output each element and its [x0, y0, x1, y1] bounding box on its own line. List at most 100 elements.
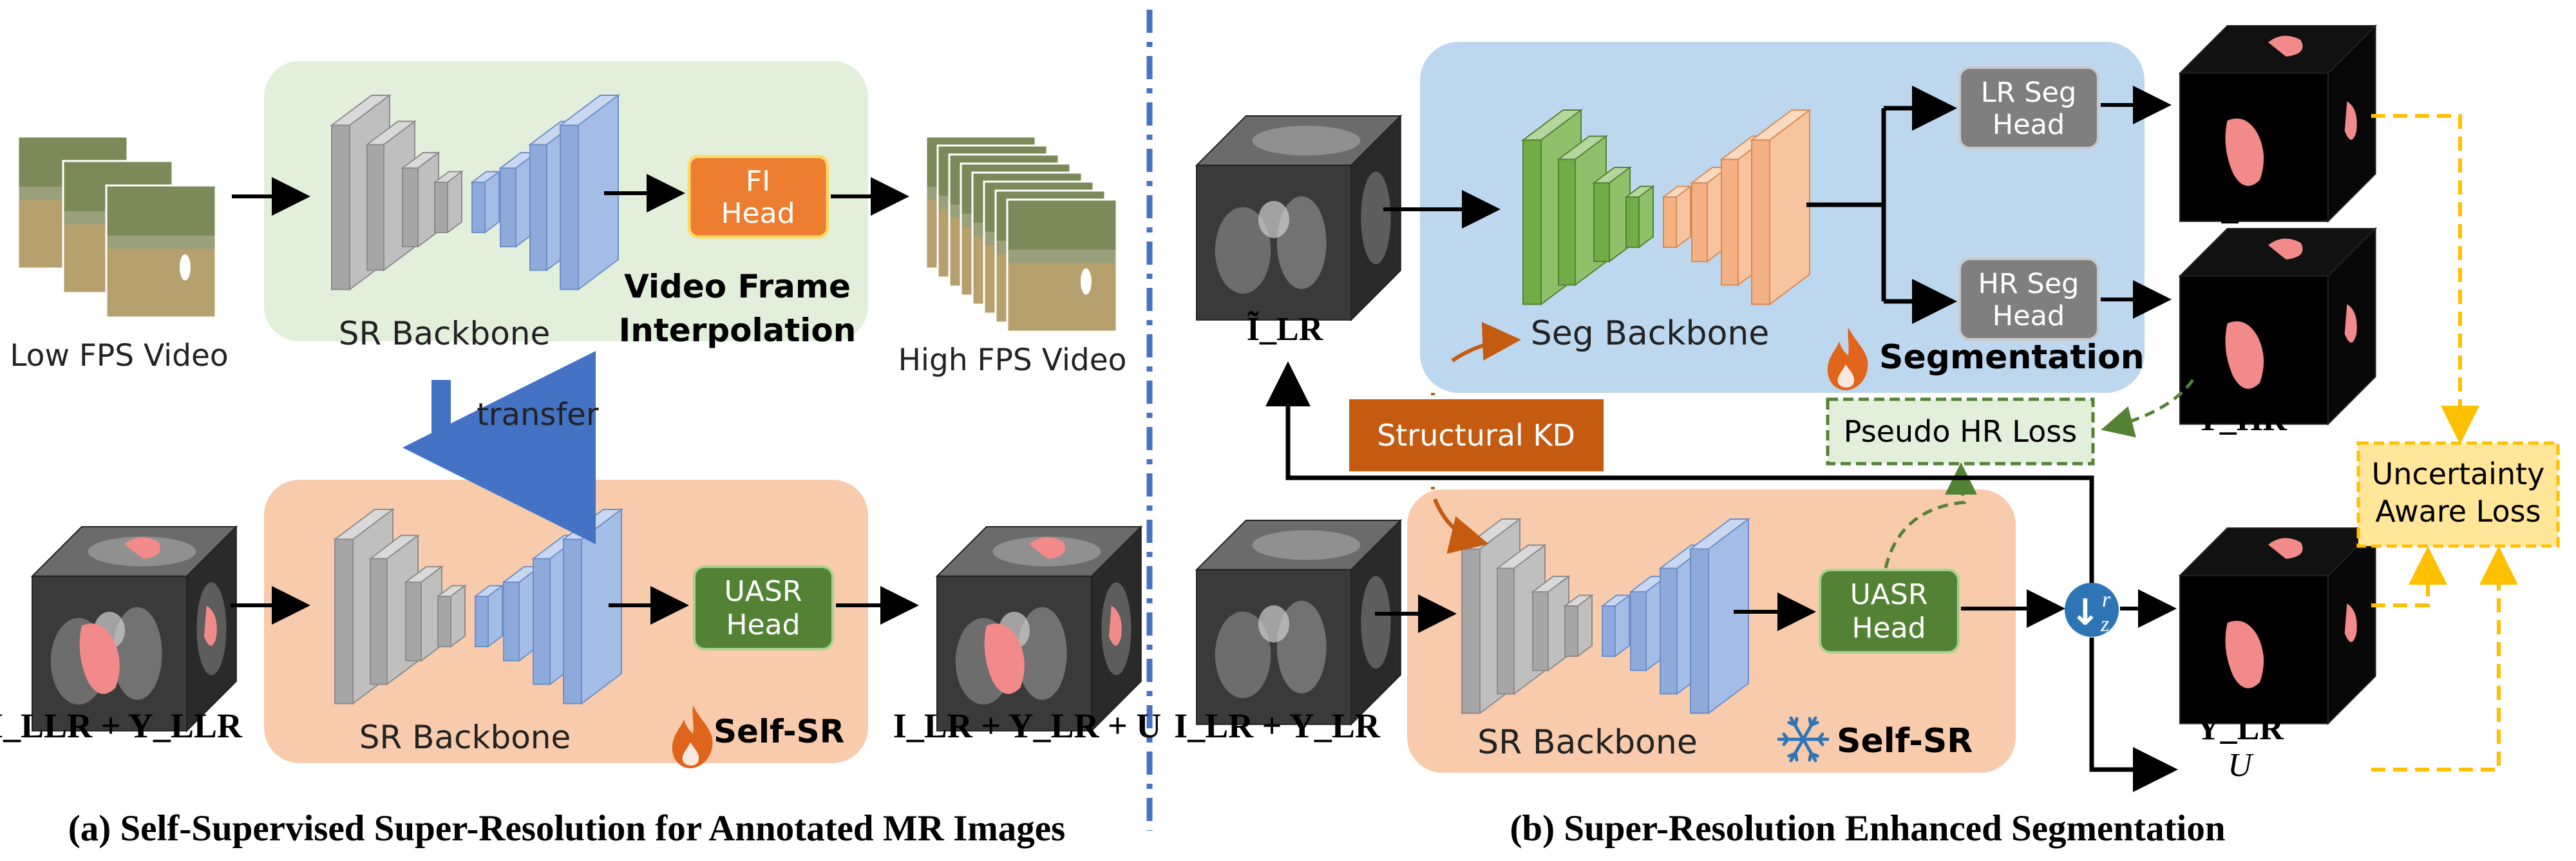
- high-fps-label: High FPS Video: [898, 343, 1127, 378]
- segmentation-mask-top: [2268, 238, 2303, 260]
- sr-backbone-label-right: SR Backbone: [1477, 723, 1698, 762]
- segmentation-mask-side: [204, 605, 217, 646]
- input-math-left: I_LLR + Y_LLR: [0, 706, 243, 745]
- caption-left: (a) Self-Supervised Super-Resolution for…: [68, 808, 1066, 849]
- uasr-head-line1-left: UASR: [724, 575, 802, 608]
- dec-layer-0-front: [1602, 605, 1616, 657]
- uncertainty-dashed-links: [2371, 114, 2518, 771]
- high-fps-frame-8-trees: [1007, 200, 1117, 250]
- dec-layer-1-front: [500, 167, 516, 247]
- bottom-backbone-label: SR Backbone: [359, 719, 571, 756]
- uasr-head-box-right: [1819, 569, 1960, 654]
- low-fps-label: Low FPS Video: [10, 338, 228, 374]
- mr-volume-input-top-right: [1195, 114, 1403, 322]
- segmentation-mask-top: [1029, 537, 1065, 559]
- out-hr-math: Ŷ_HR: [2195, 401, 2287, 438]
- snowflake-icon: [1777, 716, 1830, 762]
- segmentation-label: Segmentation: [1879, 338, 2145, 377]
- flame-icon-left: [672, 705, 713, 768]
- enc-layer-2-front: [405, 582, 422, 661]
- low-fps-frame-3-horizon: [106, 235, 216, 249]
- fi-head-line2: Head: [721, 197, 795, 230]
- downsample-sub: z: [2100, 612, 2109, 636]
- mr-volume-input-left: [30, 525, 238, 733]
- enc-layer-3-side: [1638, 185, 1654, 249]
- segmentation-mask-side: [2344, 101, 2357, 140]
- dec-layer-0-side: [1615, 594, 1630, 658]
- dec-layer-3-side: [1769, 109, 1810, 306]
- enc-layer-2-front: [402, 167, 419, 247]
- structural-kd-arrow-down: [1433, 498, 1489, 554]
- seg-backbone: [1521, 109, 1812, 306]
- low-fps-frame-3: [105, 184, 217, 319]
- self-sr-label-right: Self-SR: [1837, 722, 1973, 761]
- lr-seg-head-line2: Head: [1993, 109, 2065, 141]
- low-fps-frame-3-trees: [106, 185, 216, 236]
- segmentation-mask-top: [124, 537, 160, 559]
- seg-branch-arrows: [1806, 86, 1957, 324]
- top-backbone-label: SR Backbone: [339, 315, 551, 352]
- pseudo-loss-arrow-from-hr: [2101, 379, 2195, 438]
- fi-head-box: [687, 155, 829, 239]
- enc-layer-1-front: [1558, 158, 1576, 286]
- lr-seg-head-line1: LR Seg: [1981, 77, 2077, 109]
- pseudo-hr-loss-box: [1826, 397, 2095, 466]
- dec-layer-3-front: [1690, 548, 1709, 714]
- vfi-label-line2: Interpolation: [619, 312, 857, 349]
- high-fps-frame-8: [1006, 198, 1118, 333]
- hr-seg-head-box: [1958, 258, 2099, 341]
- segmentation-mask-front: [984, 623, 1025, 694]
- dec-layer-1-front: [1630, 591, 1647, 671]
- mr-volume-output-left: [935, 525, 1143, 733]
- input-bottom-math: I_LR + Y_LR: [1174, 706, 1381, 745]
- high-fps-frame-8-bird: [1080, 268, 1092, 295]
- sr-backbone-right: [1460, 518, 1750, 715]
- downsample-operator: [2065, 583, 2119, 637]
- anatomy-centre: [1258, 201, 1289, 238]
- anatomy-centre: [1258, 605, 1289, 643]
- out-lr-math: Ŷ_LR: [2197, 189, 2286, 227]
- segmentation-mask-front: [79, 623, 120, 694]
- enc-layer-3-front: [1625, 196, 1640, 248]
- dec-layer-2-front: [533, 558, 551, 685]
- input-top-math: Ĩ_LR: [1247, 310, 1324, 348]
- uasr-head-line1-right: UASR: [1850, 578, 1928, 611]
- uasr-head-line2-right: Head: [1852, 612, 1926, 645]
- lr-seg-head-box: [1958, 66, 2099, 149]
- uncertainty-line2: Aware Loss: [2375, 494, 2541, 529]
- enc-layer-2-front: [1593, 182, 1610, 262]
- uasr-head-box-left: [693, 565, 834, 650]
- segmentation-mask-top: [2268, 35, 2303, 57]
- low-fps-frame-3-border: [105, 184, 217, 319]
- segmentation-output-sr: [2178, 526, 2378, 726]
- segmentation-mask-front: [2225, 621, 2264, 688]
- enc-layer-3-side: [1577, 594, 1593, 658]
- pseudo-hr-loss-label: Pseudo HR Loss: [1844, 414, 2077, 449]
- uncertainty-loss-box: [2356, 441, 2560, 548]
- uncertainty-line1: Uncertainty: [2372, 457, 2545, 491]
- segmentation-mask-top: [2268, 538, 2303, 559]
- uncertainty-math: U: [2228, 747, 2254, 784]
- low-fps-video-frames: [17, 135, 217, 319]
- structural-kd-label: Structural KD: [1377, 418, 1575, 453]
- uasr-head-line2-left: Head: [726, 609, 800, 641]
- high-fps-video-frames: [925, 135, 1118, 333]
- segmentation-output-lr: [2178, 24, 2378, 223]
- hr-seg-head-line2: Head: [1993, 300, 2065, 332]
- dec-layer-3-front: [1751, 139, 1770, 305]
- enc-layer-3-side: [450, 584, 466, 648]
- enc-layer-3-front: [1564, 605, 1578, 657]
- dec-layer-3-front: [560, 124, 579, 290]
- segmentation-output-hr: [2178, 227, 2378, 426]
- downsample-sup: r: [2102, 588, 2111, 612]
- sr-backbone-top: [330, 94, 620, 291]
- flame-icon-right: [1827, 327, 1868, 390]
- anatomy-left: [1215, 611, 1271, 698]
- dec-layer-0-side: [484, 170, 500, 234]
- dec-layer-2-front: [1721, 158, 1739, 286]
- arrow-downsample-to-uncertainty: [2089, 638, 2178, 792]
- dec-layer-3-side: [1708, 518, 1749, 715]
- enc-layer-3-front: [437, 596, 451, 647]
